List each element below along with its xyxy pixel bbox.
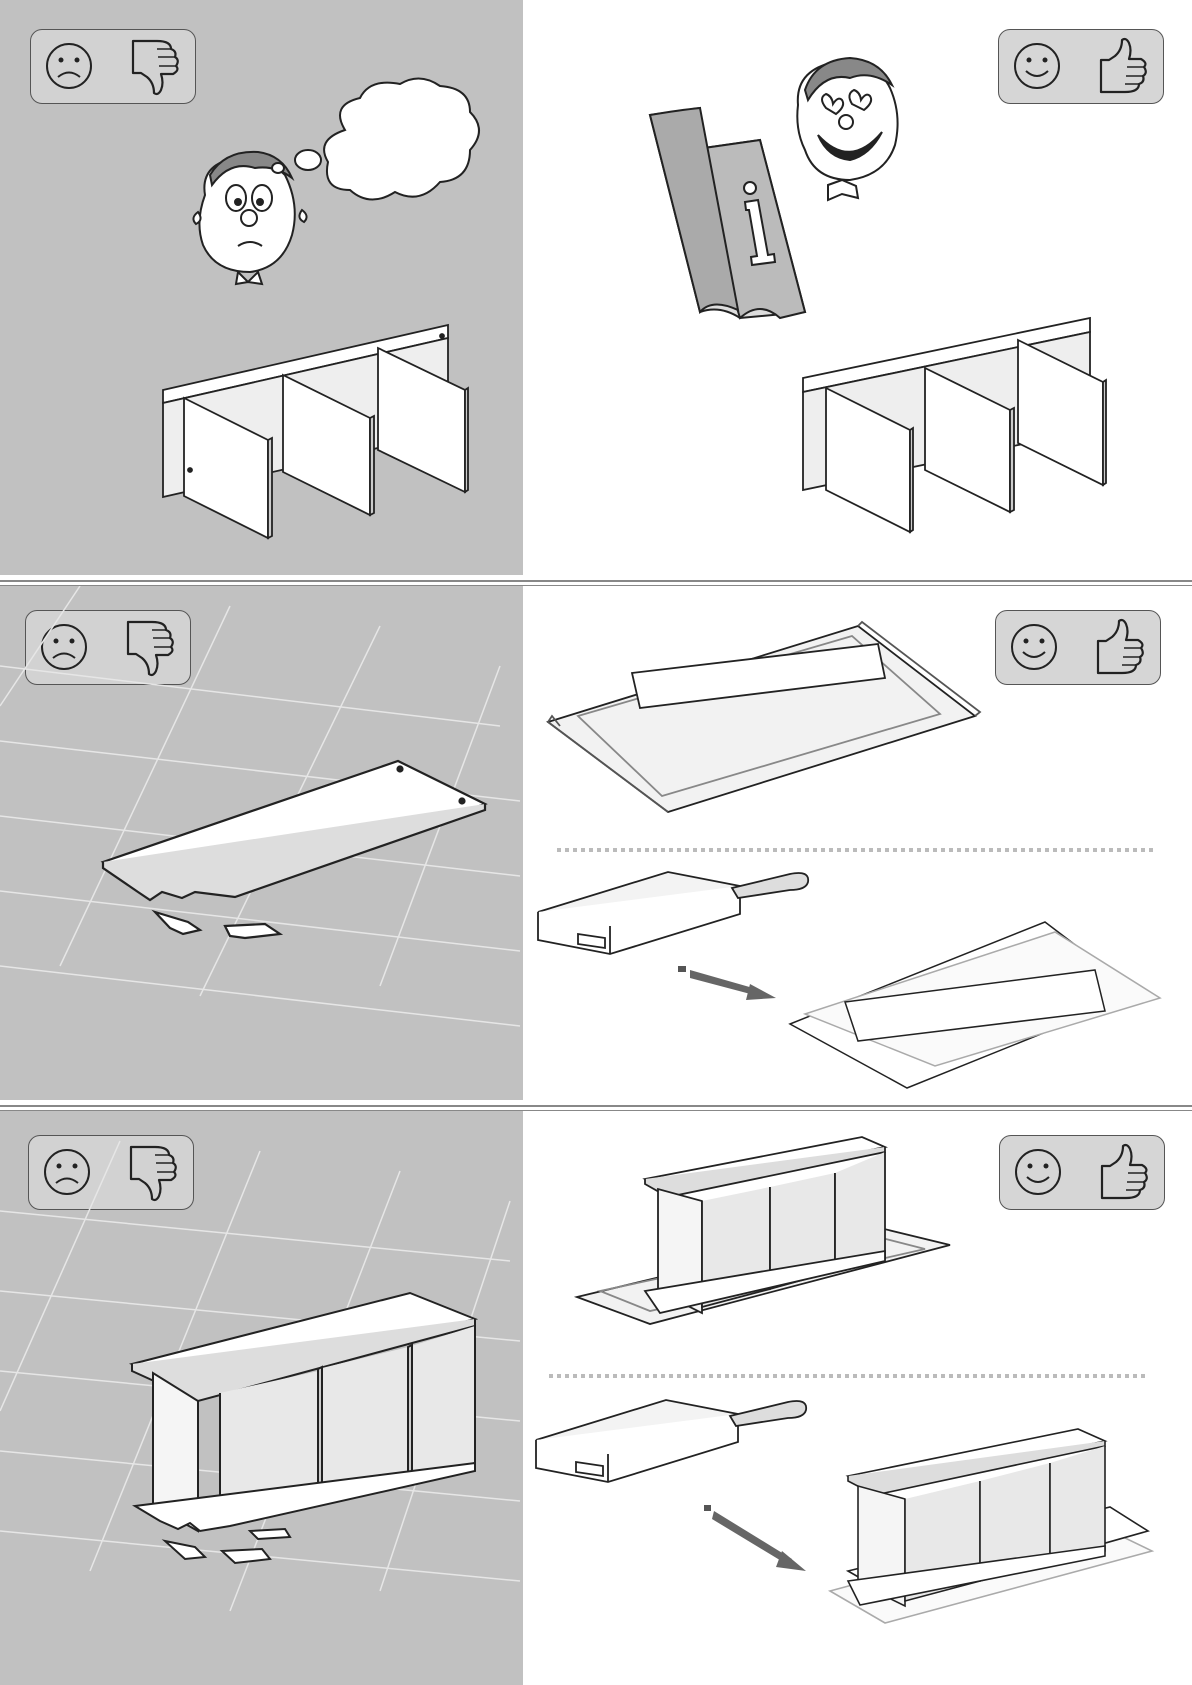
row-1-illustrations	[0, 0, 1192, 575]
thought-bubble	[272, 78, 479, 199]
box-with-knife	[538, 872, 808, 954]
row-1	[0, 0, 1192, 575]
broken-cabinet-on-bare-floor	[132, 1293, 475, 1563]
instruction-booklet-i	[650, 108, 805, 318]
cabinet-on-rug	[577, 1137, 950, 1324]
row-2	[0, 586, 1192, 1100]
row-divider-2	[0, 1100, 1192, 1111]
worried-cartoon-face	[193, 152, 306, 284]
panel-on-rug	[548, 622, 980, 812]
panel-on-cardboard	[790, 922, 1160, 1088]
cabinet-on-cardboard	[830, 1429, 1152, 1623]
box-with-knife	[536, 1400, 806, 1482]
broken-panel-on-bare-floor	[103, 761, 485, 938]
happy-cartoon-face	[797, 58, 897, 200]
cabinet-assembled-upright	[803, 318, 1106, 532]
move-arrow	[678, 966, 776, 1000]
row-divider-1	[0, 575, 1192, 586]
row-3-illustrations	[0, 1111, 1192, 1685]
row-3	[0, 1111, 1192, 1685]
row-2-illustrations	[0, 586, 1192, 1100]
move-arrow	[704, 1505, 806, 1571]
cabinet-assembled-upright-on-floor	[163, 325, 468, 538]
